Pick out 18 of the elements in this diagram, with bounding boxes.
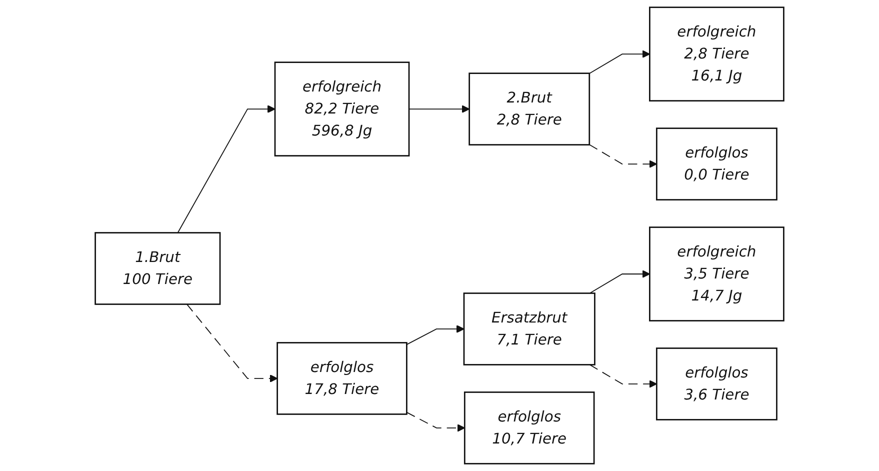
arrow (588, 144, 658, 168)
arrow (406, 324, 464, 346)
arrow (186, 304, 278, 382)
node-box: erfolgreich 82,2 Tiere 596,8 Jg (274, 62, 410, 156)
node-box: 1.Brut 100 Tiere (94, 232, 221, 305)
node-box: erfolgreich 2,8 Tiere 16,1 Jg (649, 6, 784, 102)
node-box: erfolglos 3,6 Tiere (656, 348, 778, 420)
arrow (589, 270, 650, 294)
arrow (177, 105, 276, 234)
arrow (588, 50, 650, 74)
arrow (408, 105, 470, 114)
arrow (589, 364, 658, 388)
node-box: erfolgreich 3,5 Tiere 14,7 Jg (649, 226, 784, 322)
node-box: 2.Brut 2,8 Tiere (468, 72, 590, 146)
node-box: erfolglos 10,7 Tiere (464, 392, 595, 464)
arrow (406, 412, 466, 432)
node-box: erfolglos 0,0 Tiere (656, 128, 778, 200)
node-box: erfolglos 17,8 Tiere (276, 342, 408, 415)
